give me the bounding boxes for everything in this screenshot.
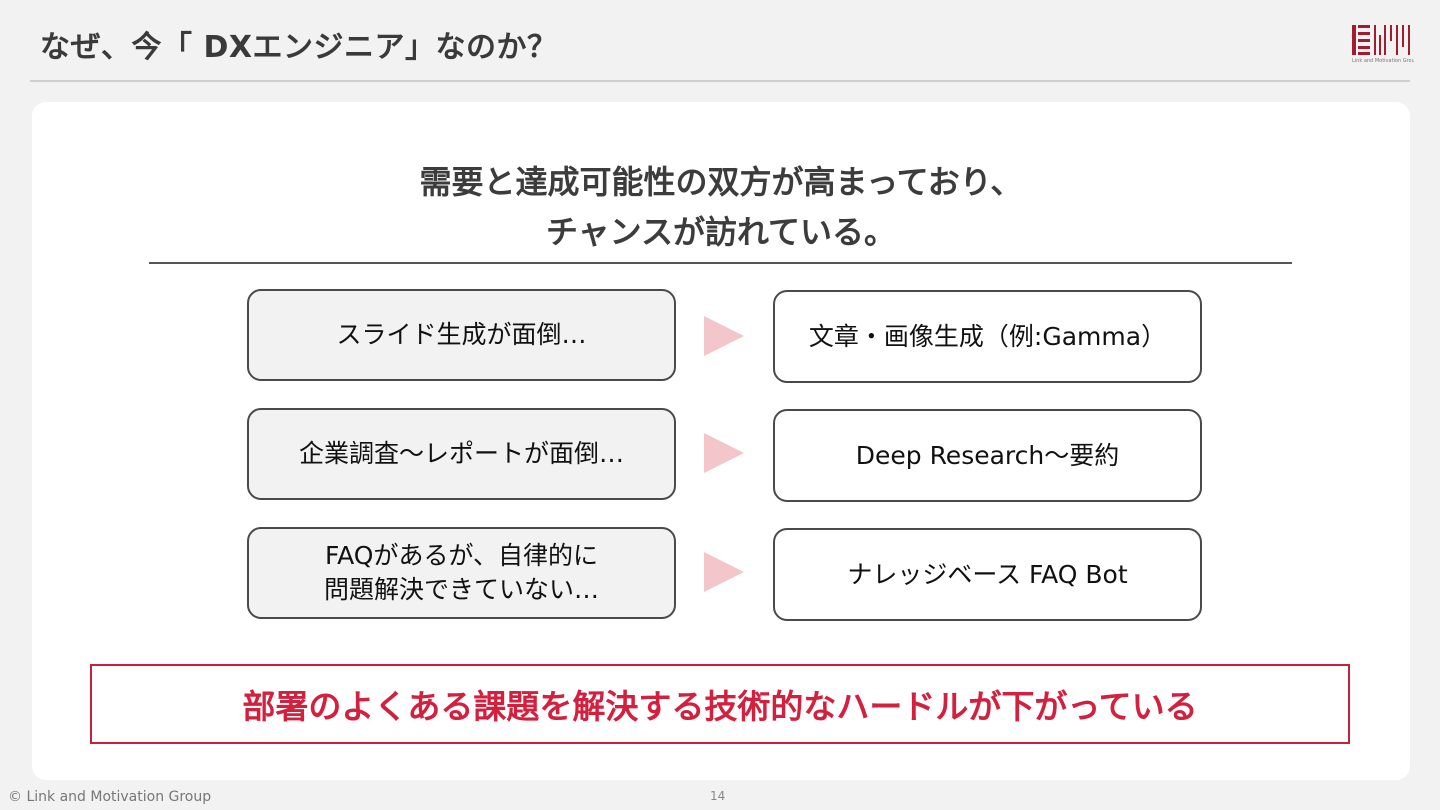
content-card: 需要と達成可能性の双方が高まっており、 チャンスが訪れている。 スライド生成が面… xyxy=(32,102,1410,780)
problem-text: スライド生成が面倒… xyxy=(336,320,587,349)
problem-text: 企業調査～レポートが面倒… xyxy=(298,439,624,468)
company-logo-icon xyxy=(1352,25,1410,55)
page-number: 14 xyxy=(710,789,726,803)
solution-box-slides: 文章・画像生成（例:Gamma） xyxy=(773,290,1202,383)
footer-copyright: © Link and Motivation Group xyxy=(8,789,212,805)
solution-box-faq: ナレッジベース FAQ Bot xyxy=(773,528,1202,621)
headline-line-1: 需要と達成可能性の双方が高まっており、 xyxy=(419,163,1023,201)
slide-title: なぜ、今「 DXエンジニア」なのか？ xyxy=(40,30,558,65)
solution-text: Deep Research～要約 xyxy=(855,440,1120,470)
headline-line-2: チャンスが訪れている。 xyxy=(545,213,897,251)
headline: 需要と達成可能性の双方が高まっており、 チャンスが訪れている。 xyxy=(32,157,1410,257)
problem-text-line-1: FAQがあるが、自律的に xyxy=(325,541,598,570)
problem-box-research: 企業調査～レポートが面倒… xyxy=(247,408,676,500)
arrow-right-icon xyxy=(704,433,744,473)
problem-box-faq: FAQがあるが、自律的に 問題解決できていない… xyxy=(247,527,676,619)
conclusion-banner: 部署のよくある課題を解決する技術的なハードルが下がっている xyxy=(90,664,1350,744)
problem-box-slides: スライド生成が面倒… xyxy=(247,289,676,381)
arrow-right-icon xyxy=(704,552,744,592)
arrow-right-icon xyxy=(704,316,744,356)
solution-text: 文章・画像生成（例:Gamma） xyxy=(808,321,1167,351)
solution-box-research: Deep Research～要約 xyxy=(773,409,1202,502)
problem-text-line-2: 問題解決できていない… xyxy=(323,575,599,604)
solution-text: ナレッジベース FAQ Bot xyxy=(847,559,1128,589)
title-divider xyxy=(30,80,1410,82)
headline-divider xyxy=(149,262,1292,264)
logo-caption: Link and Motivation Group xyxy=(1352,58,1414,64)
